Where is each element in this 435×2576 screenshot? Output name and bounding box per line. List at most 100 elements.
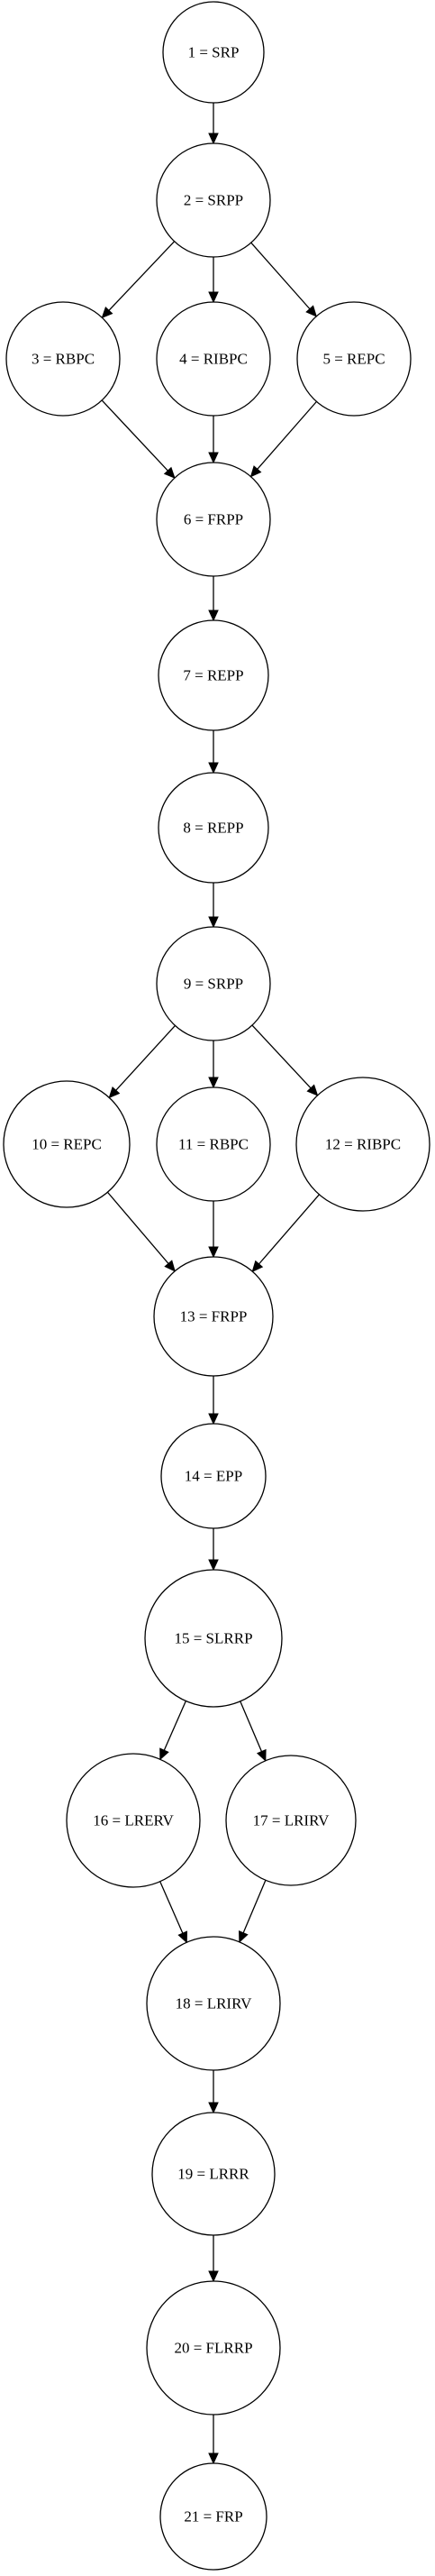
edge-2-3: [101, 241, 176, 319]
node-label: 17 = LRIRV: [253, 1812, 330, 1829]
node-16: 16 = LRERV: [66, 1753, 201, 1888]
arrowhead: [208, 2270, 219, 2283]
arrowhead: [159, 1747, 169, 1761]
edge-1-2: [208, 103, 219, 145]
arrowhead: [208, 2452, 219, 2465]
edge-2-5: [250, 242, 318, 317]
arrowhead: [163, 466, 176, 479]
node-circle: [296, 301, 412, 417]
edge-line: [251, 1024, 312, 1089]
edge-4-6: [208, 416, 219, 464]
node-circle: [156, 926, 271, 1041]
arrowhead: [164, 1260, 176, 1272]
node-circle: [158, 619, 269, 731]
node-19: 19 = LRRR: [151, 2112, 276, 2236]
node-label: 1 = SRP: [188, 44, 240, 61]
edge-9-11: [208, 1040, 219, 1089]
node-label: 10 = REPC: [32, 1136, 102, 1153]
node-circle: [153, 1256, 274, 1377]
edge-16-18: [159, 1881, 187, 1944]
edge-15-16: [159, 1701, 186, 1761]
node-circle: [146, 1936, 281, 2071]
node-1: 1 = SRP: [162, 1, 265, 104]
node-label: 2 = SRPP: [184, 192, 243, 209]
node-9: 9 = SRPP: [156, 926, 271, 1041]
edge-line: [250, 242, 311, 310]
node-label: 5 = REPC: [322, 351, 385, 368]
edge-9-10: [108, 1025, 176, 1099]
node-label: 19 = LRRR: [177, 2166, 249, 2183]
node-label: 9 = SRPP: [184, 976, 243, 993]
edge-9-12: [251, 1024, 319, 1096]
node-circle: [151, 2112, 276, 2236]
arrowhead: [208, 762, 219, 775]
edge-8-9: [208, 883, 219, 929]
node-8: 8 = REPP: [158, 772, 269, 884]
arrowhead: [208, 1246, 219, 1259]
edge-7-8: [208, 730, 219, 775]
node-label: 14 = EPP: [185, 1468, 242, 1485]
node-circle: [144, 1569, 283, 1708]
edge-line: [257, 400, 317, 470]
node-label: 7 = REPP: [183, 667, 243, 684]
node-label: 11 = RBPC: [178, 1136, 249, 1153]
arrowhead: [306, 1084, 319, 1096]
edge-11-13: [208, 1201, 219, 1259]
node-label: 13 = FRPP: [180, 1308, 248, 1325]
edge-line: [115, 1025, 176, 1091]
node-label: 21 = FRP: [184, 2508, 242, 2526]
node-21: 21 = FRP: [159, 2462, 267, 2571]
node-circle: [156, 462, 271, 577]
nodes-group: 1 = SRP 2 = SRPP 3 = RBPC 4 = RIBPC 5 = REPC…: [3, 1, 430, 2571]
arrowhead: [101, 306, 113, 319]
node-label: 18 = LRIRV: [176, 1995, 252, 2012]
node-7: 7 = REPP: [158, 619, 269, 731]
arrowhead: [251, 1260, 264, 1273]
node-2: 2 = SRPP: [156, 142, 271, 258]
arrowhead: [108, 1086, 121, 1099]
edge-12-13: [251, 1194, 320, 1273]
edge-17-18: [239, 1880, 267, 1943]
node-label: 16 = LRERV: [93, 1812, 174, 1829]
node-label: 4 = RIBPC: [179, 351, 248, 368]
node-12: 12 = RIBPC: [295, 1077, 430, 1212]
node-label: 3 = RBPC: [32, 351, 95, 368]
node-5: 5 = REPC: [296, 301, 412, 417]
node-13: 13 = FRPP: [153, 1256, 274, 1377]
arrowhead: [208, 133, 219, 145]
edge-2-4: [208, 257, 219, 304]
node-circle: [5, 301, 121, 417]
node-label: 15 = SLRRP: [174, 1630, 252, 1647]
node-circle: [146, 2280, 281, 2416]
arrowhead: [208, 916, 219, 929]
node-circle: [159, 2462, 267, 2571]
node-label: 20 = FLRRP: [174, 2340, 252, 2357]
arrowhead: [208, 2102, 219, 2114]
arrowhead: [256, 1748, 267, 1762]
node-3: 3 = RBPC: [5, 301, 121, 417]
edge-line: [242, 1880, 267, 1933]
node-14: 14 = EPP: [160, 1423, 267, 1529]
node-circle: [66, 1753, 201, 1888]
arrowhead: [208, 291, 219, 304]
edge-line: [163, 1701, 186, 1751]
arrowhead: [208, 610, 219, 622]
arrowhead: [305, 305, 318, 317]
edge-3-6: [101, 399, 176, 479]
node-18: 18 = LRIRV: [146, 1936, 281, 2071]
node-4: 4 = RIBPC: [156, 301, 271, 417]
node-label: 6 = FRPP: [184, 511, 243, 528]
arrowhead: [239, 1930, 249, 1943]
edge-13-14: [208, 1376, 219, 1426]
node-label: 8 = REPP: [183, 820, 243, 837]
node-circle: [156, 142, 271, 258]
edge-14-15: [208, 1528, 219, 1572]
arrowhead: [208, 452, 219, 464]
edge-15-17: [240, 1701, 267, 1762]
node-circle: [225, 1755, 357, 1886]
node-circle: [3, 1080, 131, 1208]
edge-line: [240, 1701, 263, 1752]
node-circle: [156, 1086, 271, 1202]
node-circle: [160, 1423, 267, 1529]
